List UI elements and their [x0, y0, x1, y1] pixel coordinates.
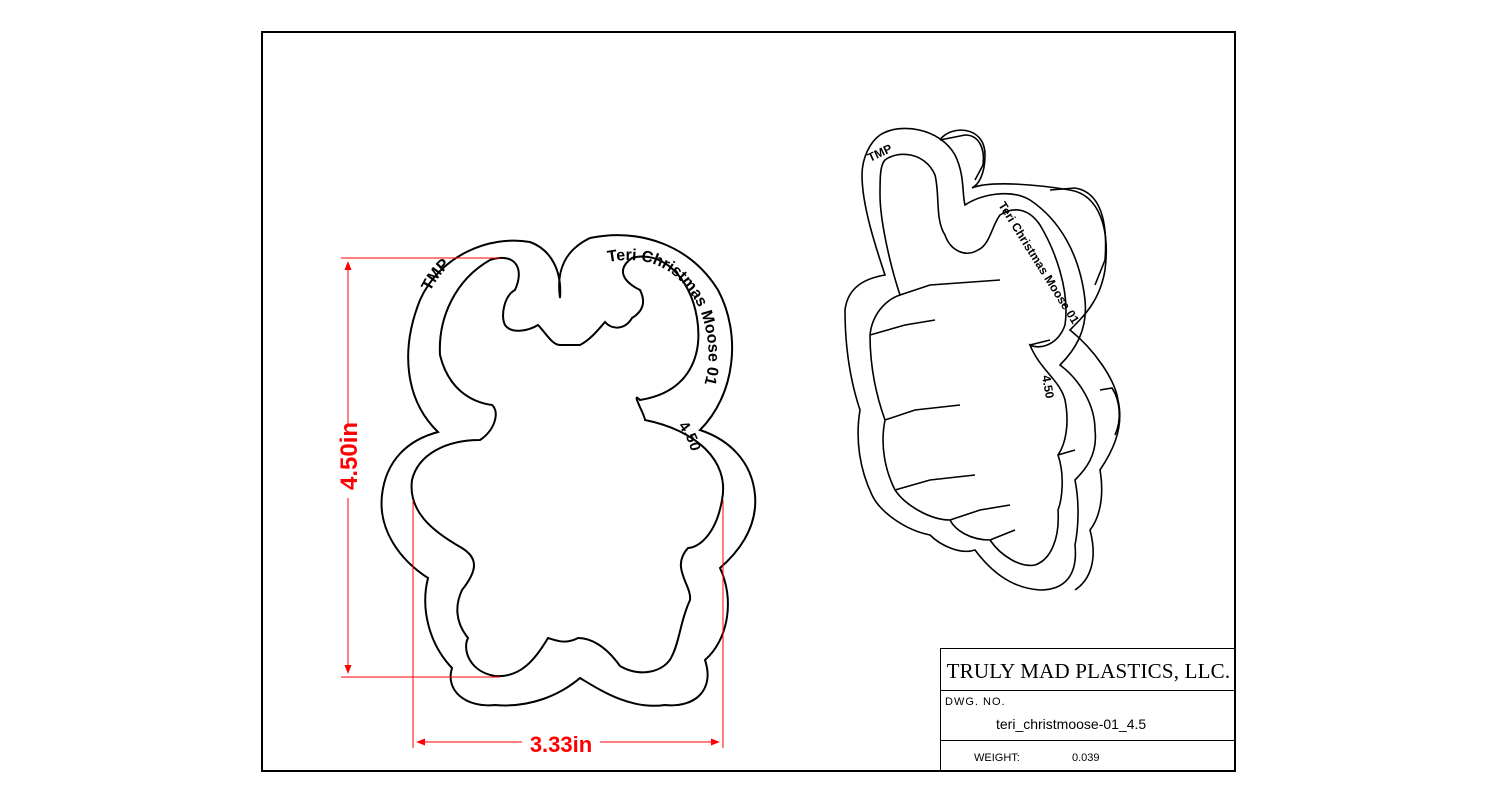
- engraved-size-text: 4.50: [675, 418, 704, 453]
- isometric-view: [844, 127, 1121, 591]
- iso-engraved-size: 4.50: [1039, 374, 1057, 400]
- cutter-outer-outline: [380, 234, 757, 707]
- weight-value: 0.039: [1072, 752, 1100, 764]
- height-dimension: [341, 257, 500, 678]
- company-name: TRULY MAD PLASTICS, LLC.: [941, 649, 1236, 691]
- drawing-number-cell: DWG. NO. teri_christmoose-01_4.5: [941, 692, 1236, 741]
- engraved-logo-text: TMP: [419, 256, 454, 294]
- drawing-number-value: teri_christmoose-01_4.5: [996, 716, 1147, 732]
- iso-front-inner: [869, 153, 1068, 567]
- weight-cell: WEIGHT: 0.039: [941, 742, 1236, 773]
- title-block: TRULY MAD PLASTICS, LLC. DWG. NO. teri_c…: [940, 648, 1236, 772]
- iso-knob-side: [1099, 387, 1121, 436]
- width-dimension-label: 3.33in: [530, 732, 592, 757]
- iso-knob-top: [939, 134, 985, 181]
- iso-engraved-name: Teri Christmas Moose 01: [995, 199, 1082, 326]
- iso-wall-lines: [869, 279, 1076, 541]
- iso-engraved-logo: TMP: [865, 141, 894, 164]
- height-dimension-label: 4.50in: [336, 422, 363, 490]
- iso-knob-right: [1049, 187, 1107, 286]
- drawing-sheet-border: [261, 31, 1236, 772]
- weight-label: WEIGHT:: [974, 752, 1020, 764]
- iso-front-outer: [844, 127, 1097, 591]
- drawing-number-label: DWG. NO.: [945, 696, 1006, 708]
- width-dimension: [412, 500, 724, 748]
- cutter-inner-outline: [410, 255, 725, 678]
- iso-back-outline: [939, 129, 1121, 591]
